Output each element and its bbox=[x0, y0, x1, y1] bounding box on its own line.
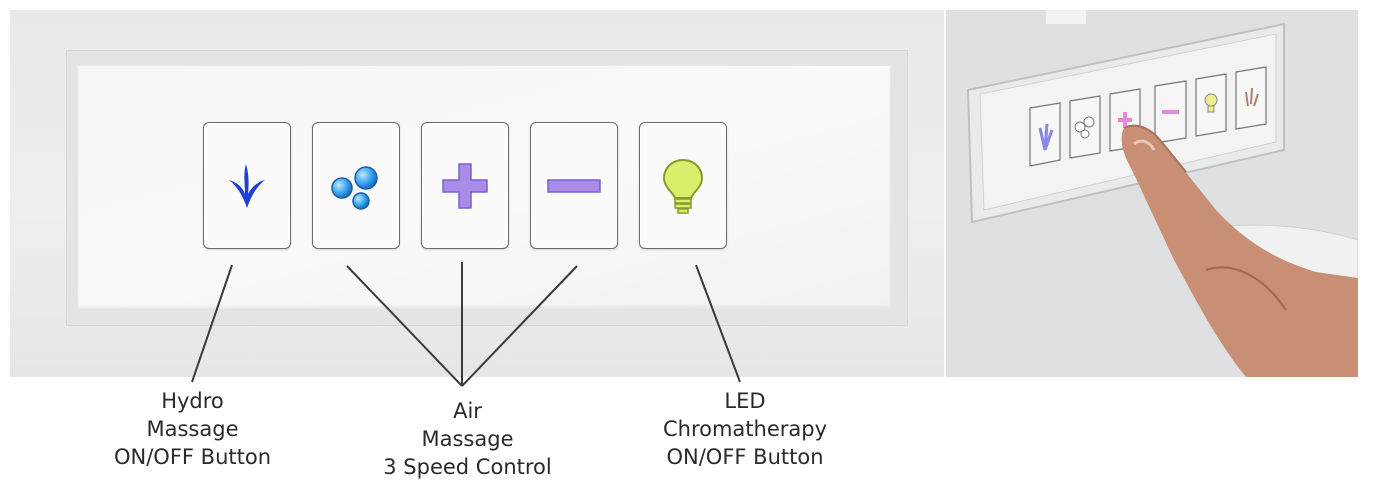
led-chromatherapy-button[interactable] bbox=[639, 122, 727, 249]
hydro-label-line3: ON/OFF Button bbox=[113, 445, 272, 469]
hand-pressing-panel-photo bbox=[946, 10, 1358, 377]
air-label-line2: Massage bbox=[421, 427, 514, 451]
control-panel-photo bbox=[10, 10, 944, 377]
hydro-label-line1: Hydro bbox=[161, 389, 224, 413]
plus-icon bbox=[442, 162, 488, 209]
hydro-massage-button[interactable] bbox=[203, 122, 291, 249]
air-bubbles-icon bbox=[331, 165, 378, 210]
air-label-line3: 3 Speed Control bbox=[383, 455, 552, 479]
air-massage-label: Air Massage 3 Speed Control bbox=[375, 397, 560, 481]
speed-plus-button[interactable] bbox=[421, 122, 509, 249]
hydro-label-line2: Massage bbox=[146, 417, 239, 441]
minus-icon bbox=[547, 178, 601, 193]
light-bulb-icon bbox=[662, 158, 704, 214]
led-label-line3: ON/OFF Button bbox=[666, 445, 824, 469]
air-label-line1: Air bbox=[453, 399, 482, 423]
hand-photo-illustration bbox=[946, 10, 1358, 377]
air-massage-button[interactable] bbox=[312, 122, 400, 249]
led-chromatherapy-label: LED Chromatherapy ON/OFF Button bbox=[655, 387, 835, 471]
hydro-massage-label: Hydro Massage ON/OFF Button bbox=[110, 387, 275, 471]
water-jet-icon bbox=[229, 163, 265, 208]
speed-minus-button[interactable] bbox=[530, 122, 618, 249]
led-label-line1: LED bbox=[724, 389, 766, 413]
led-label-line2: Chromatherapy bbox=[662, 417, 828, 441]
